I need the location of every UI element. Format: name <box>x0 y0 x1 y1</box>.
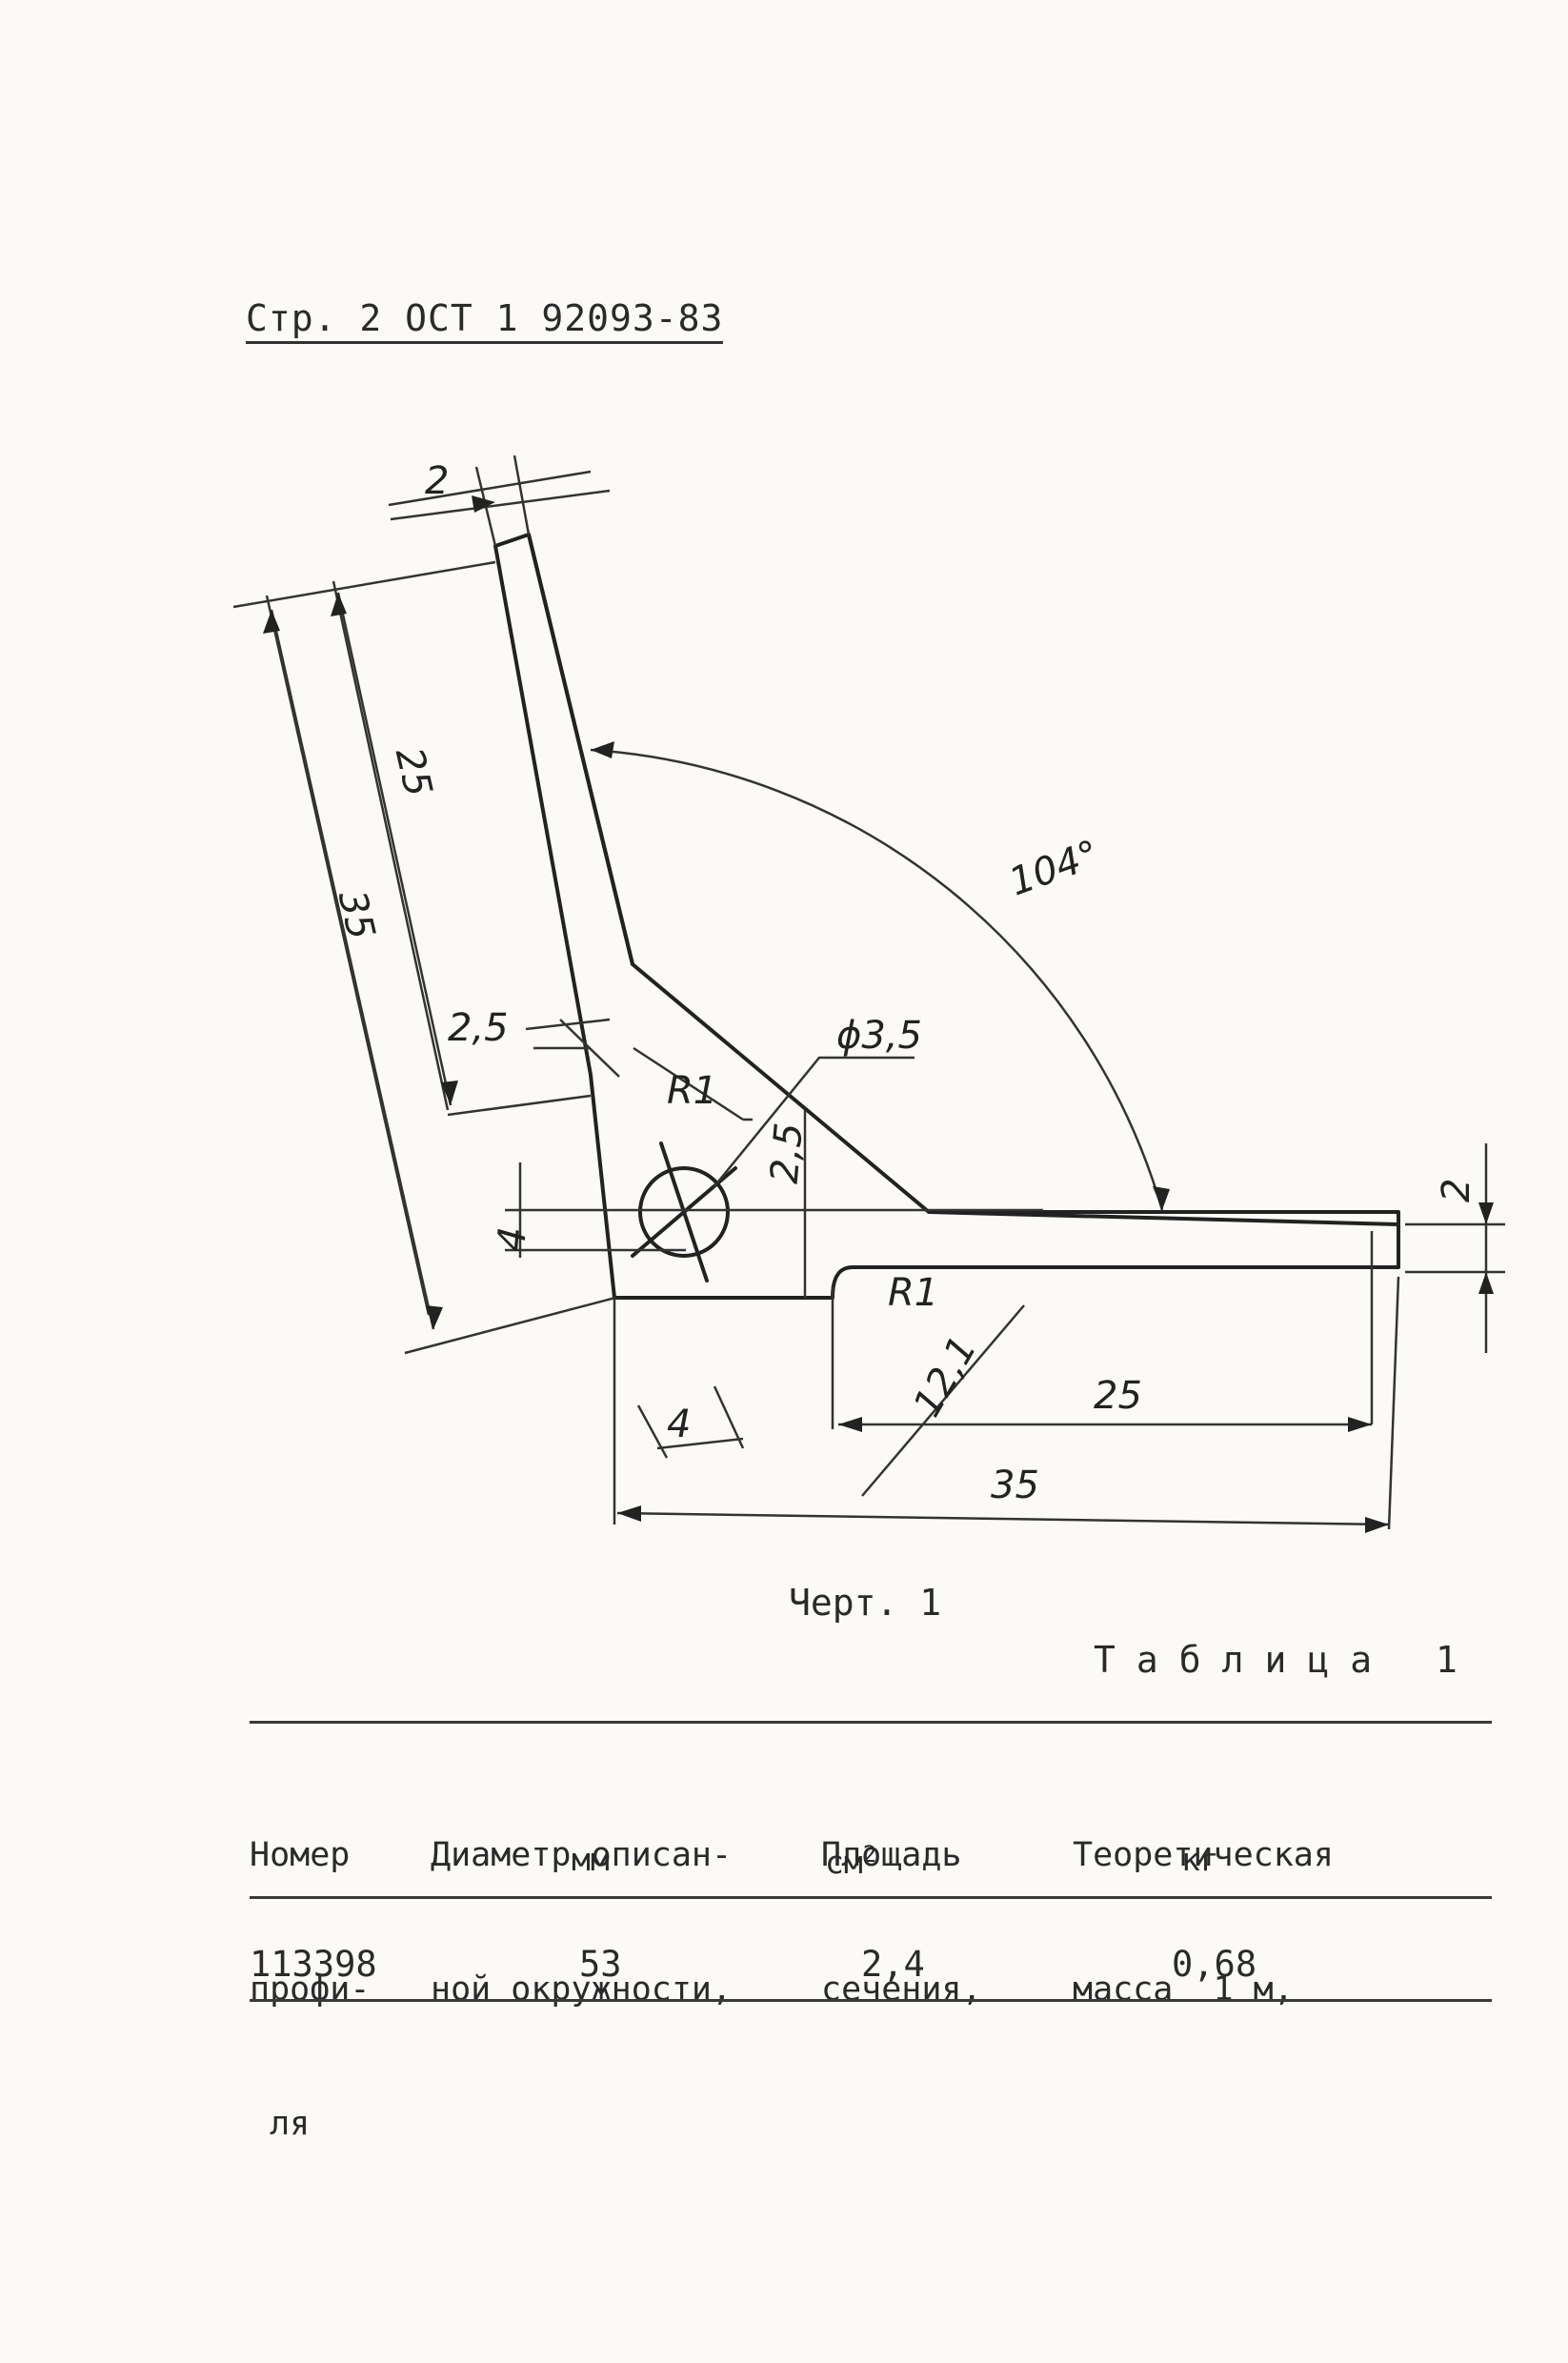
header-col-area: Площадь сечения, <box>821 1836 982 2009</box>
page-header: Стр. 2 ОСТ 1 92093-83 <box>246 297 724 344</box>
dim-thk-top: 2 <box>425 459 449 503</box>
header-col-diameter: Диаметр описан- ной окружности, <box>431 1836 733 2009</box>
dim-len-35-left: 35 <box>330 886 383 943</box>
header-col-profile-number: Номер профи- ля <box>250 1836 371 2143</box>
dim-2-5-a: 2,5 <box>448 1006 509 1050</box>
profile-inner <box>527 533 634 966</box>
table-rule-bottom <box>250 1999 1492 2002</box>
dim-4-b: 4 <box>667 1403 691 1446</box>
dim-r1-a: R1 <box>667 1069 717 1113</box>
header-unit-cm2: см2 <box>825 1841 877 1881</box>
figure-caption: Черт. 1 <box>789 1582 942 1624</box>
dim-len-25-left: 25 <box>387 743 440 800</box>
cell-mass: 0,68 <box>1172 1944 1257 1985</box>
cell-diameter: 53 <box>579 1944 622 1985</box>
dim-len-35-bottom: 35 <box>991 1464 1039 1507</box>
dim-12-1: 12,1 <box>905 1329 985 1424</box>
header-unit-kg: кг <box>1181 1841 1219 1878</box>
header-unit-mm: мм <box>572 1841 610 1878</box>
dim-2-5-b: 2,5 <box>763 1121 812 1185</box>
table-rule-mid <box>250 1896 1492 1899</box>
hole-circle <box>638 1166 730 1258</box>
profile-outline <box>493 533 1400 1300</box>
table-rule-top <box>250 1721 1492 1724</box>
dim-4-a: 4 <box>490 1225 535 1253</box>
header-col-mass: Теоретическая масса 1 м, <box>1073 1836 1334 2009</box>
dim-thk-right: 2 <box>1435 1179 1478 1202</box>
cell-area: 2,4 <box>861 1944 925 1985</box>
cell-profile-number: 113398 <box>250 1944 377 1985</box>
dim-len-25-bottom: 25 <box>1094 1374 1142 1418</box>
profile-drawing: 2 25 35 104° 2,5 R1 ϕ3,5 2,5 4 R1 12,1 4… <box>232 454 1505 1533</box>
dim-r1-b: R1 <box>888 1271 938 1315</box>
dim-angle: 104° <box>1004 832 1105 904</box>
dim-phi: ϕ3,5 <box>836 1014 922 1058</box>
table-label: Таблица 1 <box>1094 1639 1478 1681</box>
